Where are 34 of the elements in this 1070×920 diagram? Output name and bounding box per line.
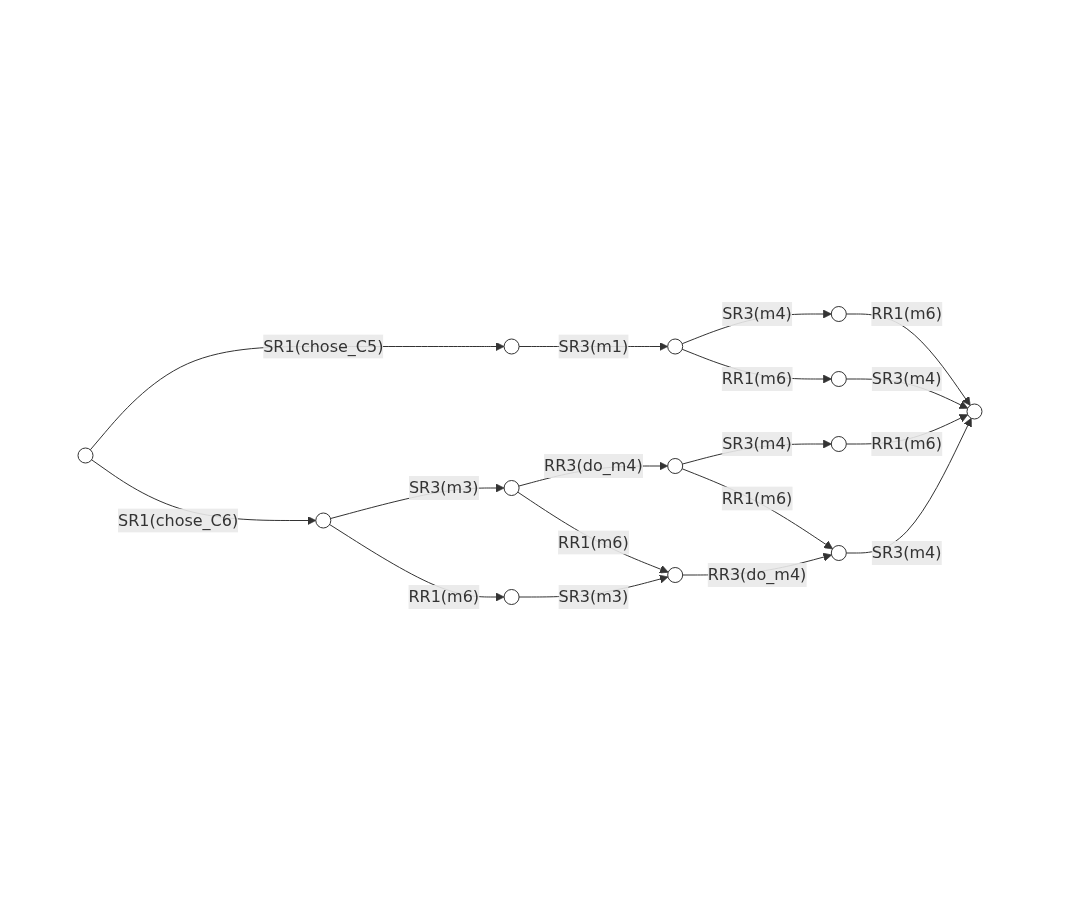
node-circle [966,403,983,419]
node-circle [667,457,684,474]
node-circle [830,544,847,561]
edge-label: SR3(m4) [871,368,942,388]
node-circle [830,435,847,452]
node-circle [830,305,847,322]
edge-label: RR1(m6) [871,433,942,453]
arrow [845,417,972,553]
node-circle [503,588,520,605]
edge-label: SR3(m1) [558,336,629,355]
node-circle [830,370,847,387]
edge-label: RR1(m6) [721,368,793,388]
node-circle [667,338,684,354]
arrow [845,313,971,406]
arrow [681,467,833,549]
node-circle [77,447,94,463]
node-circle [315,512,332,528]
edge-label: RR3(do_m4) [544,455,643,475]
arrow [517,491,669,573]
edge-label: SR3(m3) [558,586,629,606]
edge-label: SR1(chose_C6) [118,510,239,529]
edge-label: RR3(do_m4) [707,564,807,584]
edge-label: SR3(m4) [871,542,942,562]
node-circle [503,479,520,496]
edge-label: SR3(m3) [408,477,479,497]
edge-label: RR1(m6) [721,488,793,507]
node-circle [503,338,520,354]
edge-label: SR3(m4) [722,433,792,453]
edge-label: SR3(m4) [722,303,792,323]
edge-label: SR1(chose_C5) [263,336,384,355]
edge-label: RR1(m6) [558,532,629,551]
node-circle [667,566,684,583]
edge-label: RR1(m6) [408,586,480,606]
edge-label: RR1(m6) [871,303,942,323]
